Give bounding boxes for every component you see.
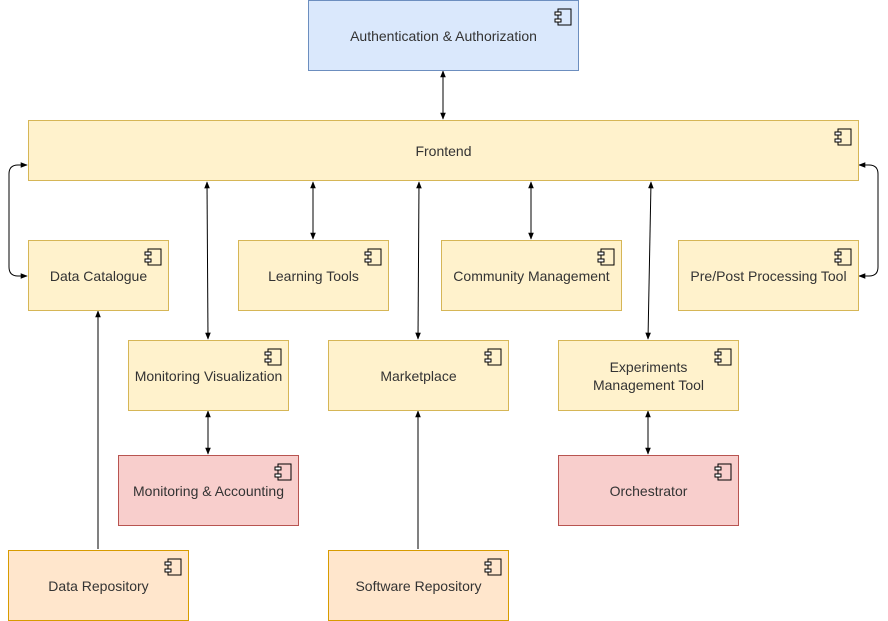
node-data-repository[interactable]: Data Repository bbox=[8, 550, 189, 621]
component-icon bbox=[144, 248, 162, 266]
node-label: Data Repository bbox=[48, 577, 149, 594]
node-orchestrator[interactable]: Orchestrator bbox=[558, 455, 739, 526]
edge-frontend-monitoring-visualization bbox=[204, 181, 211, 340]
component-icon bbox=[714, 463, 732, 481]
node-label: Pre/Post Processing Tool bbox=[690, 267, 847, 284]
edge-frontend-experiments-management bbox=[645, 181, 654, 340]
node-community-management[interactable]: Community Management bbox=[441, 240, 622, 311]
component-icon bbox=[834, 248, 852, 266]
node-label: Authentication & Authorization bbox=[350, 27, 537, 44]
node-prepost-processing-tool[interactable]: Pre/Post Processing Tool bbox=[678, 240, 859, 311]
node-label: Data Catalogue bbox=[49, 267, 148, 284]
component-icon bbox=[484, 348, 502, 366]
component-icon bbox=[264, 348, 282, 366]
node-authentication-authorization[interactable]: Authentication & Authorization bbox=[308, 0, 579, 71]
node-label: Monitoring Visualization bbox=[134, 367, 283, 384]
node-monitoring-visualization[interactable]: Monitoring Visualization bbox=[128, 340, 289, 411]
edge-frontend-marketplace bbox=[415, 181, 422, 340]
node-learning-tools[interactable]: Learning Tools bbox=[238, 240, 389, 311]
component-icon bbox=[554, 8, 572, 26]
node-label: Frontend bbox=[415, 142, 472, 159]
node-label: Experiments Management Tool bbox=[592, 358, 705, 393]
edge-frontend-prepost bbox=[858, 162, 879, 279]
node-label: Monitoring & Accounting bbox=[133, 482, 284, 499]
component-icon bbox=[834, 128, 852, 146]
node-data-catalogue[interactable]: Data Catalogue bbox=[28, 240, 169, 311]
component-icon bbox=[364, 248, 382, 266]
node-monitoring-accounting[interactable]: Monitoring & Accounting bbox=[118, 455, 299, 526]
node-frontend[interactable]: Frontend bbox=[28, 120, 859, 181]
node-software-repository[interactable]: Software Repository bbox=[328, 550, 509, 621]
node-label: Software Repository bbox=[355, 577, 482, 594]
node-experiments-management-tool[interactable]: Experiments Management Tool bbox=[558, 340, 739, 411]
component-icon bbox=[274, 463, 292, 481]
node-label: Orchestrator bbox=[609, 482, 688, 499]
edge-frontend-data-catalogue bbox=[8, 162, 28, 279]
component-icon bbox=[597, 248, 615, 266]
component-icon bbox=[164, 558, 182, 576]
node-label: Learning Tools bbox=[268, 267, 359, 284]
node-label: Community Management bbox=[453, 267, 610, 284]
component-icon bbox=[714, 348, 732, 366]
component-icon bbox=[484, 558, 502, 576]
node-marketplace[interactable]: Marketplace bbox=[328, 340, 509, 411]
node-label: Marketplace bbox=[380, 367, 457, 384]
